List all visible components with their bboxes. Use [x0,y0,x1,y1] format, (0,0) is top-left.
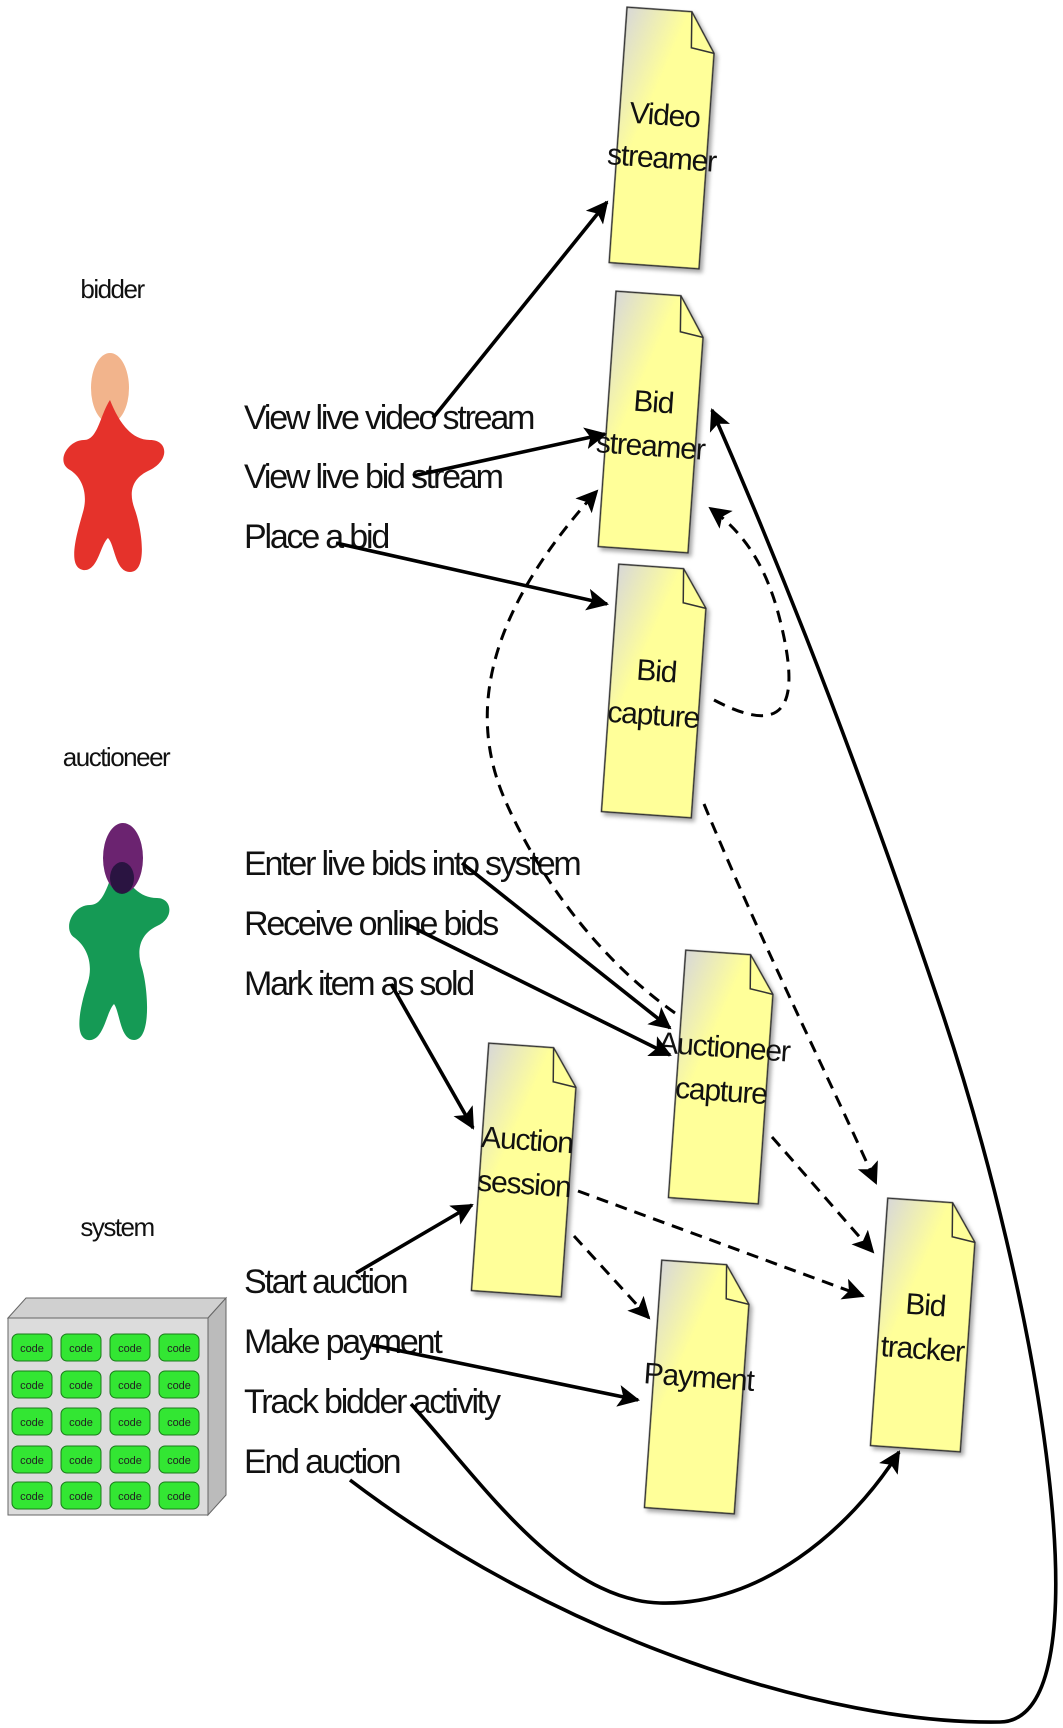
arrow-enter-live-bids [460,861,672,1030]
auctioneer-actor: auctioneer [63,742,173,1041]
bid-tracker-doc: Bid tracker [869,1197,976,1453]
code-cell-label: code [167,1417,191,1429]
code-cell: code [158,1407,200,1436]
code-cell-label: code [69,1455,93,1467]
code-cell: code [60,1407,102,1436]
code-cell-label: code [20,1455,44,1467]
action-view-video-stream: View live video stream [244,399,534,437]
dashed-auctioneer-to-bidtracker [770,1136,875,1254]
code-cell-label: code [118,1455,142,1467]
arrow-track-activity [409,1402,901,1605]
video-streamer-label-2: streamer [606,138,718,179]
bid-streamer-label-2: streamer [595,426,707,467]
code-cell: code [109,1407,151,1436]
code-cell-label: code [118,1343,142,1355]
bidder-figure-icon [63,353,165,572]
code-cell-label: code [167,1380,191,1392]
bid-streamer-doc: Bid streamer [595,290,707,554]
code-cell-label: code [20,1343,44,1355]
dashed-bidcapture-to-bidtracker [702,803,878,1185]
code-cell-label: code [20,1491,44,1503]
code-cell: code [158,1445,200,1474]
bidder-label: bidder [80,274,145,304]
bid-capture-label-1: Bid [635,654,677,690]
code-cell: code [60,1481,102,1510]
code-cell-label: code [69,1380,93,1392]
dashed-auctioneer-to-bidstreamer [485,489,676,1015]
dashed-session-to-bidtracker [577,1189,865,1300]
code-cell: code [109,1333,151,1362]
arrow-bid-stream [412,427,607,478]
arrow-mark-sold [389,983,475,1130]
code-cell: code [158,1370,200,1399]
auctioneer-figure-icon [69,823,170,1041]
video-streamer-label-1: Video [628,97,701,135]
code-cell: code [11,1407,53,1436]
code-cell-label: code [118,1380,142,1392]
bidder-actor: bidder [63,274,165,572]
action-enter-live-bids: Enter live bids into system [244,845,580,883]
code-cell: code [158,1333,200,1362]
code-cell-label: code [118,1417,142,1429]
bidder-actions: View live video stream View live bid str… [244,399,536,556]
action-start-auction: Start auction [244,1263,407,1301]
server-rack-icon: code code code code code code code code code code… [6,1296,228,1517]
auction-session-label-2: session [476,1165,571,1204]
action-track-bidder-activity: Track bidder activity [244,1383,501,1421]
code-cell: code [60,1445,102,1474]
auctioneer-capture-doc: Auctioneer capture [657,949,792,1205]
auction-session-doc: Auction session [470,1042,577,1298]
code-cell-label: code [69,1417,93,1429]
code-cell: code [109,1445,151,1474]
action-end-auction: End auction [244,1443,400,1481]
code-cell: code [11,1333,53,1362]
code-cell: code [60,1333,102,1362]
code-cell: code [158,1481,200,1510]
code-cell-label: code [118,1491,142,1503]
code-cell: code [60,1370,102,1399]
dashed-bidcapture-to-bidstreamer [708,506,791,718]
bid-capture-doc: Bid capture [600,563,707,819]
code-cell: code [11,1445,53,1474]
dashed-session-to-payment [572,1234,651,1320]
system-actions: Start auction Make payment Track bidder … [244,1263,503,1481]
dashed-connectors [485,489,878,1320]
code-cell: code [11,1370,53,1399]
arrow-make-payment [371,1343,640,1407]
solid-connectors [335,200,1058,1724]
bid-tracker-label-2: tracker [880,1330,967,1369]
payment-doc: Payment [643,1259,757,1515]
code-cell: code [109,1481,151,1510]
code-cell-label: code [69,1491,93,1503]
bid-streamer-label-1: Bid [632,385,674,421]
arrow-start-auction [355,1203,474,1275]
video-streamer-doc: Video streamer [606,6,718,270]
action-mark-item-sold: Mark item as sold [244,965,473,1003]
auction-session-label-1: Auction [480,1121,574,1160]
code-cell-label: code [69,1343,93,1355]
code-cell-label: code [20,1380,44,1392]
code-cell-label: code [167,1343,191,1355]
payment-label: Payment [643,1357,757,1398]
arrow-place-bid [335,541,609,611]
code-cell-label: code [167,1455,191,1467]
auctioneer-capture-label-2: capture [674,1072,768,1111]
bid-tracker-label-1: Bid [904,1288,946,1324]
code-cell-label: code [167,1491,191,1503]
code-cell-label: code [20,1417,44,1429]
auctioneer-actions: Enter live bids into system Receive onli… [244,845,583,1003]
system-label: system [80,1212,153,1242]
action-receive-online-bids: Receive online bids [244,905,498,943]
code-grid: code code code code code code code code code code… [11,1333,200,1510]
auctioneer-label: auctioneer [63,742,171,772]
bid-capture-label-2: capture [606,696,700,735]
code-cell: code [109,1370,151,1399]
code-cell: code [11,1481,53,1510]
arrow-video-stream [431,200,609,420]
arrow-receive-online-bids [407,923,672,1057]
arrow-end-auction [348,408,1058,1724]
